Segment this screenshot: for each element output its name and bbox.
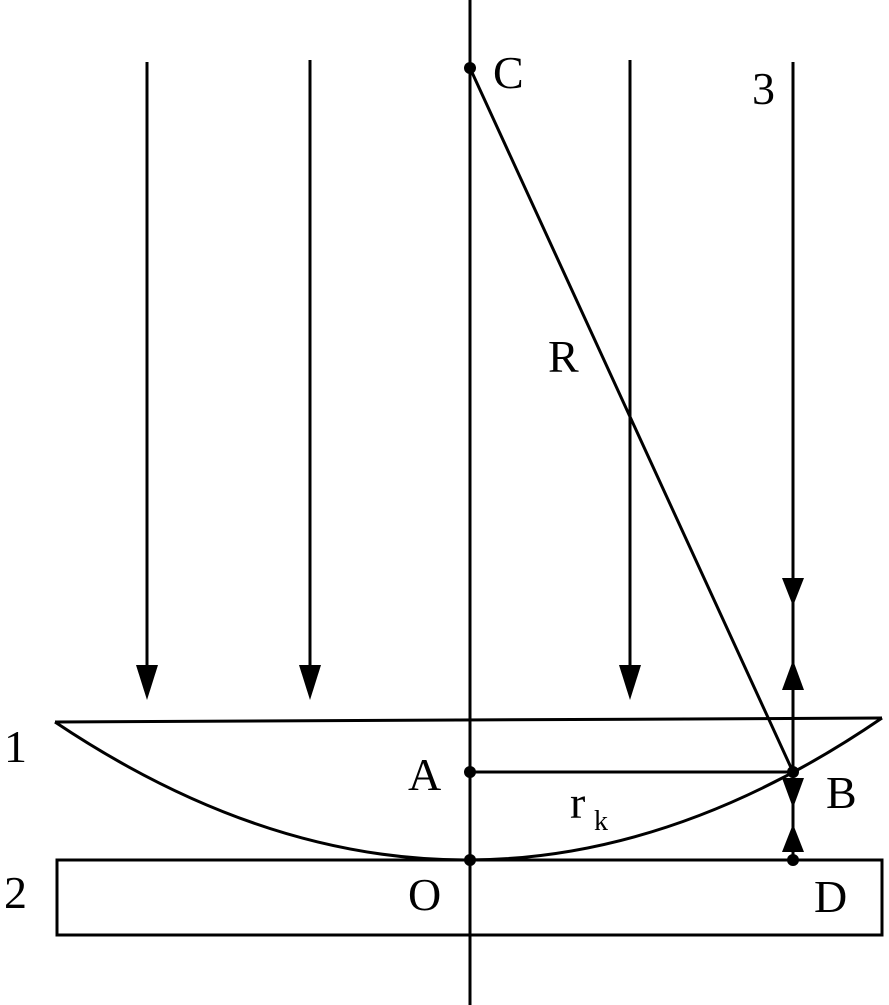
point-a	[464, 766, 476, 778]
label-o: O	[408, 869, 441, 920]
radius-line	[468, 67, 795, 773]
incident-ray-2-arrowhead	[299, 665, 321, 700]
lens-flat-surface	[54, 716, 883, 724]
label-2: 2	[4, 867, 27, 918]
label-r: R	[548, 331, 579, 382]
incident-ray-1-arrowhead	[136, 665, 158, 700]
label-a: A	[408, 749, 441, 800]
incident-ray-3-arrowhead	[619, 665, 641, 700]
label-k-subscript: k	[594, 806, 608, 837]
point-b	[787, 766, 799, 778]
point-o	[464, 854, 476, 866]
label-b: B	[826, 767, 857, 818]
ray-3-gap-up-arrowhead	[782, 824, 804, 852]
point-c	[464, 62, 476, 74]
label-1: 1	[4, 721, 27, 772]
ray-3-down-arrowhead	[782, 578, 804, 606]
label-r-k: r	[570, 777, 585, 828]
label-3: 3	[752, 63, 775, 114]
ray-3-up-arrowhead	[782, 660, 804, 690]
label-d: D	[814, 871, 847, 922]
point-d	[787, 854, 799, 866]
label-c: C	[493, 47, 524, 98]
ray-3-gap-down-arrowhead	[782, 778, 804, 808]
